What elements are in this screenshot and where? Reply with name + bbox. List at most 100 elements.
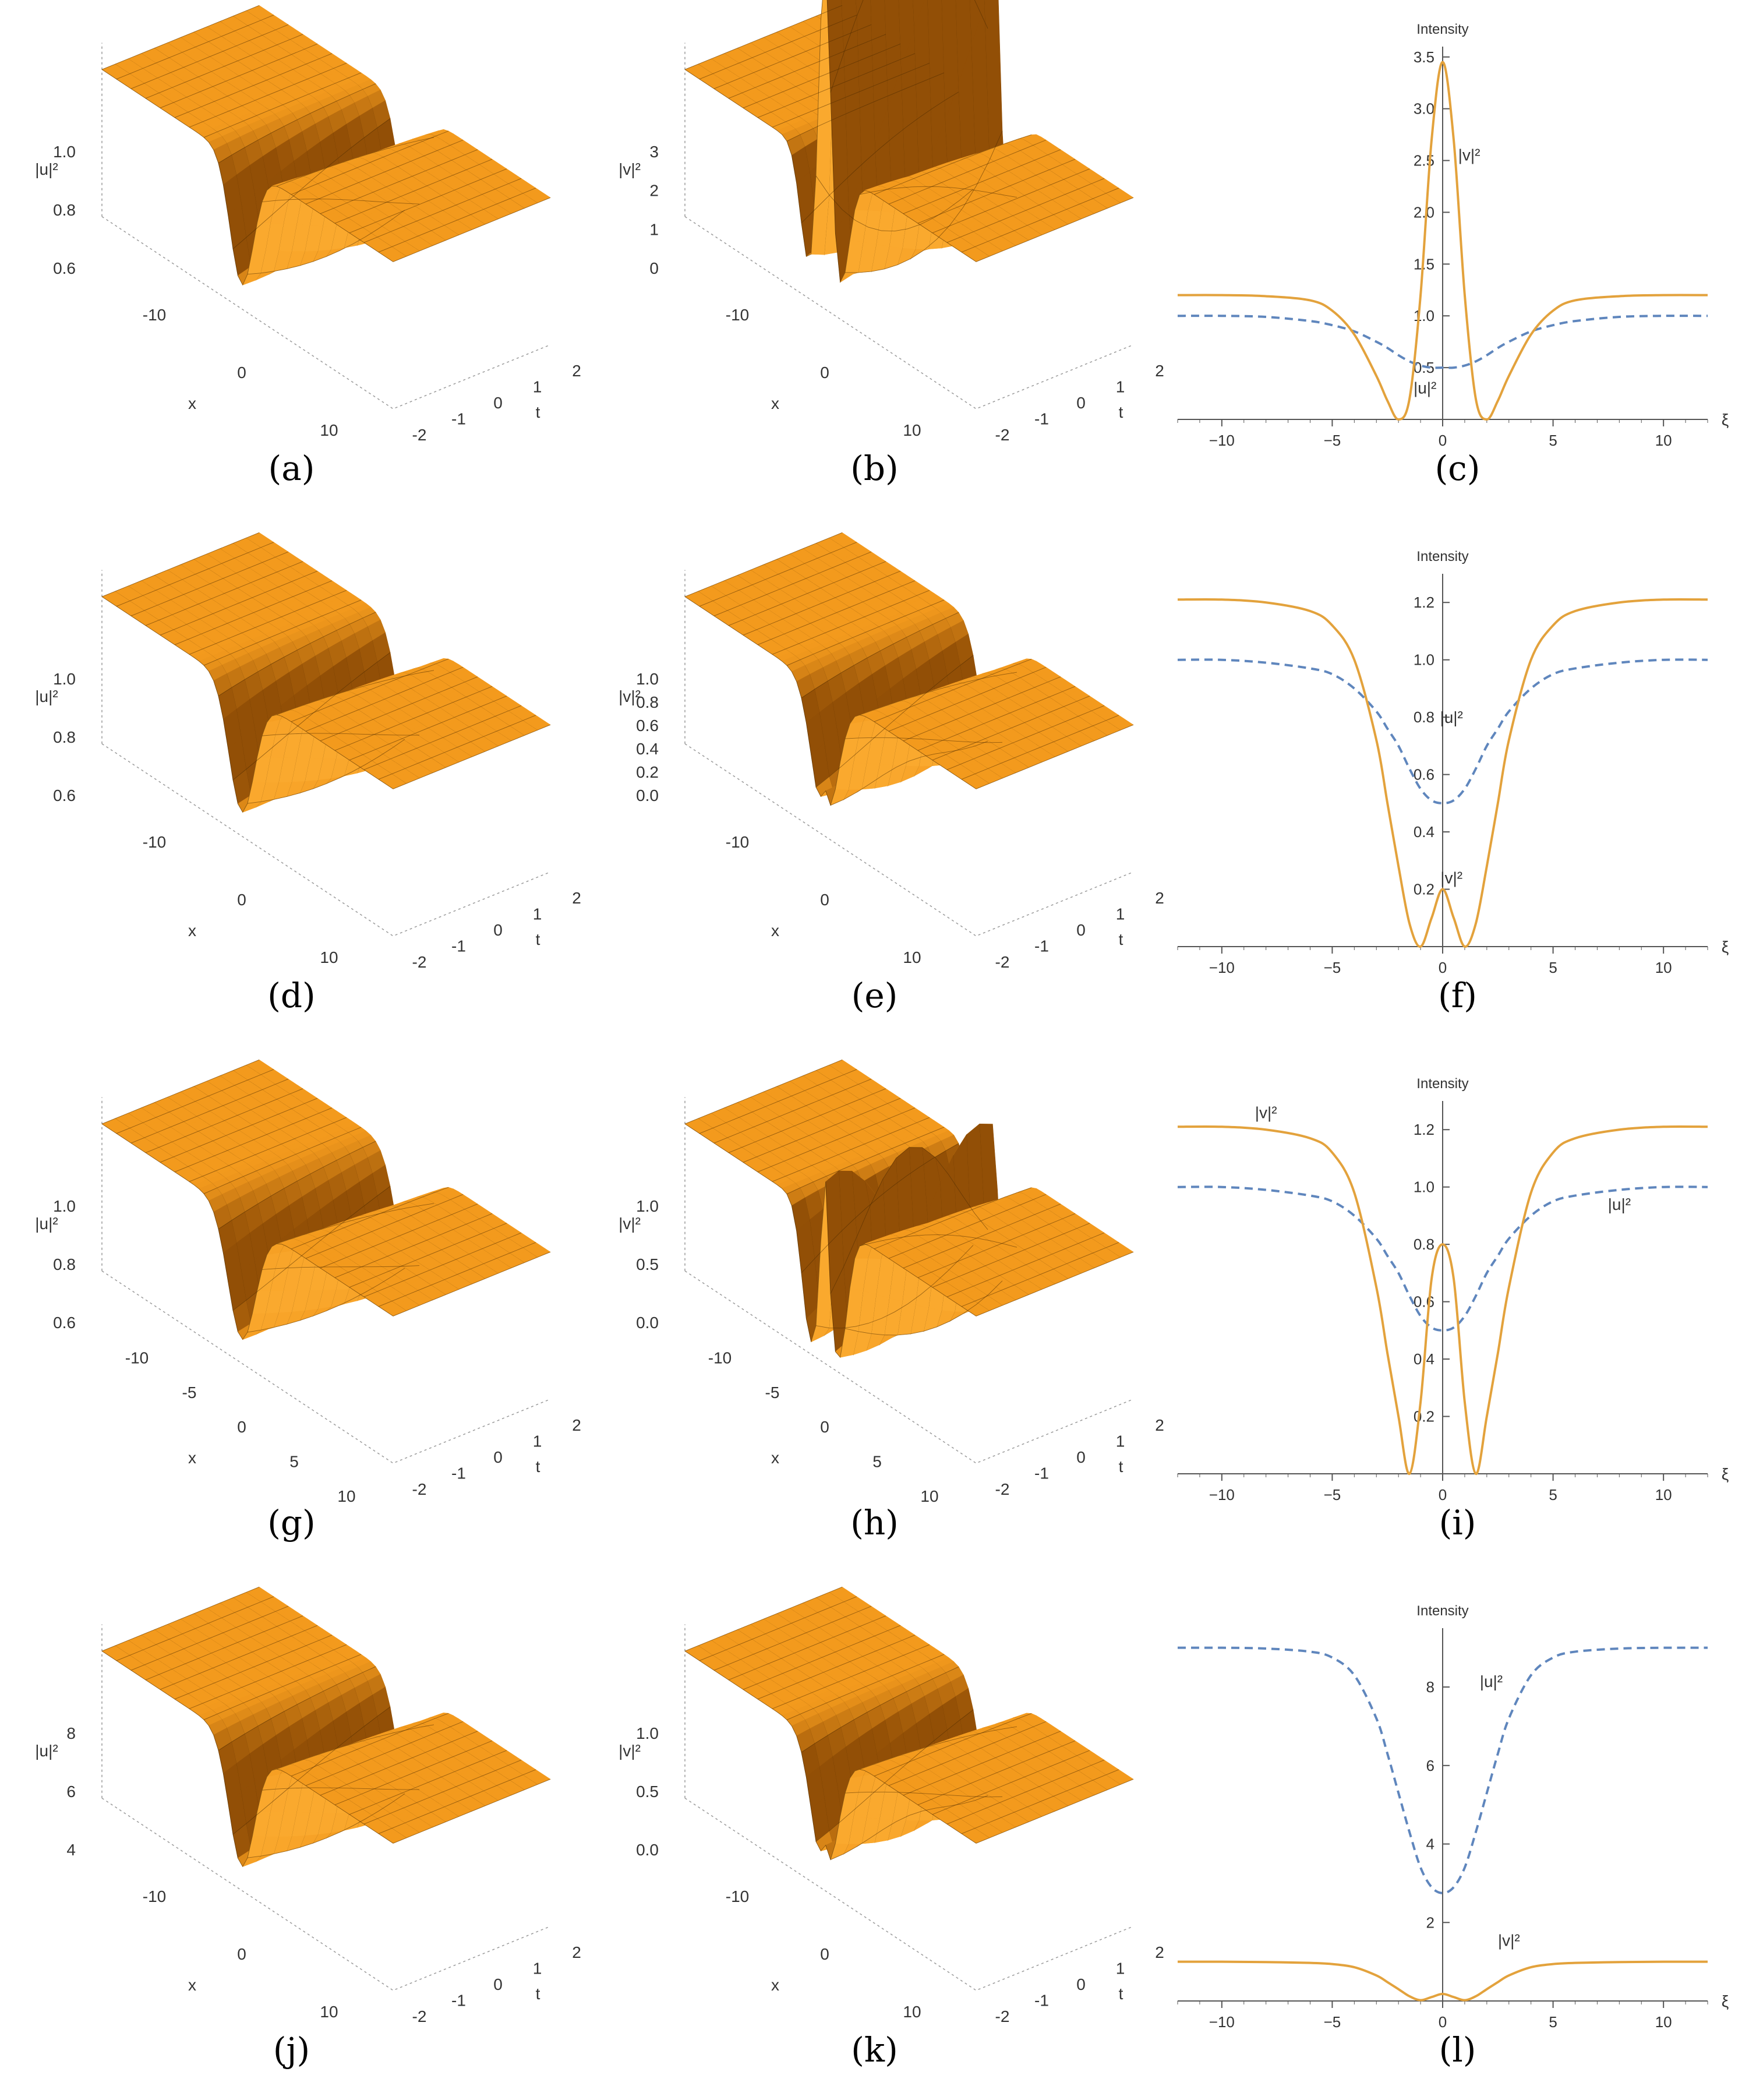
y-tick-label: 1.2 bbox=[1414, 1121, 1434, 1138]
z-axis-label: |u|² bbox=[35, 1215, 58, 1233]
panel-caption-text: (c) bbox=[1435, 449, 1481, 488]
x-tick-label: 5 bbox=[289, 1453, 299, 1471]
t-axis-label: t bbox=[1119, 930, 1123, 948]
x-tick-label: -5 bbox=[182, 1383, 197, 1402]
z-axis-label: |u|² bbox=[35, 160, 58, 178]
panel-caption-d: (d) bbox=[0, 976, 583, 1015]
z-tick-label: 1.0 bbox=[53, 670, 76, 688]
t-tick-label: 0 bbox=[1076, 1448, 1086, 1466]
x-axis-label: x bbox=[188, 922, 196, 940]
panel-caption-e: (e) bbox=[583, 976, 1166, 1015]
panel-caption-b: (b) bbox=[583, 449, 1166, 488]
t-tick-label: 0 bbox=[1076, 394, 1086, 412]
surface-mesh bbox=[102, 1587, 550, 1866]
panel-caption-f: (f) bbox=[1166, 976, 1749, 1015]
x-tick-label: −10 bbox=[1209, 959, 1235, 976]
x-tick-label: 0 bbox=[1439, 1486, 1447, 1503]
x-axis-label: x bbox=[188, 1449, 196, 1467]
y-tick-label: 3.0 bbox=[1414, 100, 1434, 118]
series-annotation: |u|² bbox=[1440, 708, 1462, 726]
x-tick-label: 0 bbox=[820, 891, 829, 909]
t-tick-label: -2 bbox=[995, 426, 1010, 444]
z-tick-label: 0.4 bbox=[636, 740, 659, 758]
z-tick-label: 0.8 bbox=[53, 201, 76, 219]
y-tick-label: 0.4 bbox=[1414, 823, 1434, 841]
x-tick-label: 0 bbox=[820, 363, 829, 382]
t-tick-label: -1 bbox=[1034, 937, 1049, 955]
t-tick-label: 0 bbox=[493, 394, 503, 412]
panel-caption-g: (g) bbox=[0, 1503, 583, 1543]
z-tick-label: 1.0 bbox=[636, 670, 659, 688]
x-tick-label: 10 bbox=[320, 948, 338, 966]
x-tick-label: 0 bbox=[237, 363, 246, 382]
z-tick-label: 1.0 bbox=[53, 1197, 76, 1215]
series-annotation: |u|² bbox=[1608, 1195, 1631, 1213]
t-tick-label: 0 bbox=[1076, 921, 1086, 939]
x-axis-label: x bbox=[771, 394, 779, 412]
x-tick-label: -10 bbox=[143, 833, 166, 851]
t-axis-label: t bbox=[536, 1457, 540, 1476]
x-tick-label: 5 bbox=[1549, 959, 1557, 976]
x-tick-label: −5 bbox=[1324, 432, 1341, 449]
t-tick-label: -1 bbox=[1034, 1464, 1049, 1483]
panel-caption-text: (h) bbox=[850, 1503, 899, 1543]
x-axis-label: ξ bbox=[1722, 938, 1729, 956]
panel-caption-text: (b) bbox=[850, 449, 898, 488]
t-tick-label: -1 bbox=[1034, 410, 1049, 428]
x-tick-label: 10 bbox=[320, 421, 338, 439]
t-tick-label: -2 bbox=[412, 1480, 427, 1498]
x-tick-label: −10 bbox=[1209, 432, 1235, 449]
y-axis-title: Intensity bbox=[1416, 22, 1468, 37]
t-tick-label: -1 bbox=[451, 937, 466, 955]
x-tick-label: -10 bbox=[125, 1349, 149, 1367]
z-tick-label: 2 bbox=[649, 182, 659, 200]
z-tick-label: 1.0 bbox=[636, 1197, 659, 1215]
x-tick-label: 5 bbox=[1549, 432, 1557, 449]
surface-mesh bbox=[685, 1060, 1133, 1357]
t-tick-label: 1 bbox=[1116, 905, 1125, 923]
x-tick-label: -10 bbox=[726, 306, 749, 324]
panel-caption-text: (d) bbox=[267, 976, 315, 1015]
series-annotation: |v|² bbox=[1458, 146, 1481, 164]
z-tick-label: 0.0 bbox=[636, 786, 659, 804]
t-tick-label: 2 bbox=[572, 889, 581, 907]
series-annotation: |v|² bbox=[1255, 1104, 1277, 1122]
surface-mesh bbox=[102, 532, 550, 812]
t-axis-label: t bbox=[536, 930, 540, 948]
x-tick-label: −5 bbox=[1324, 1486, 1341, 1503]
y-axis-title: Intensity bbox=[1416, 1076, 1468, 1092]
y-tick-label: 1.0 bbox=[1414, 651, 1434, 669]
z-tick-label: 0.6 bbox=[53, 786, 76, 804]
t-tick-label: 1 bbox=[533, 1432, 542, 1450]
t-tick-label: -2 bbox=[412, 426, 427, 444]
t-tick-label: -2 bbox=[995, 1480, 1010, 1498]
panel-caption-text: (e) bbox=[851, 976, 898, 1015]
z-axis-label: |u|² bbox=[35, 687, 58, 705]
z-tick-label: 0.5 bbox=[636, 1255, 659, 1273]
z-tick-label: 0.0 bbox=[636, 1314, 659, 1332]
y-tick-label: 2.0 bbox=[1414, 203, 1434, 221]
y-tick-label: 1.2 bbox=[1414, 594, 1434, 611]
t-tick-label: 2 bbox=[1155, 1416, 1164, 1434]
y-tick-label: 0.8 bbox=[1414, 708, 1434, 726]
t-tick-label: 2 bbox=[572, 362, 581, 380]
z-tick-label: 1 bbox=[649, 220, 659, 238]
y-tick-label: 0.2 bbox=[1414, 1408, 1434, 1425]
panel-caption-i: (i) bbox=[1166, 1503, 1749, 1543]
x-tick-label: 10 bbox=[903, 948, 921, 966]
